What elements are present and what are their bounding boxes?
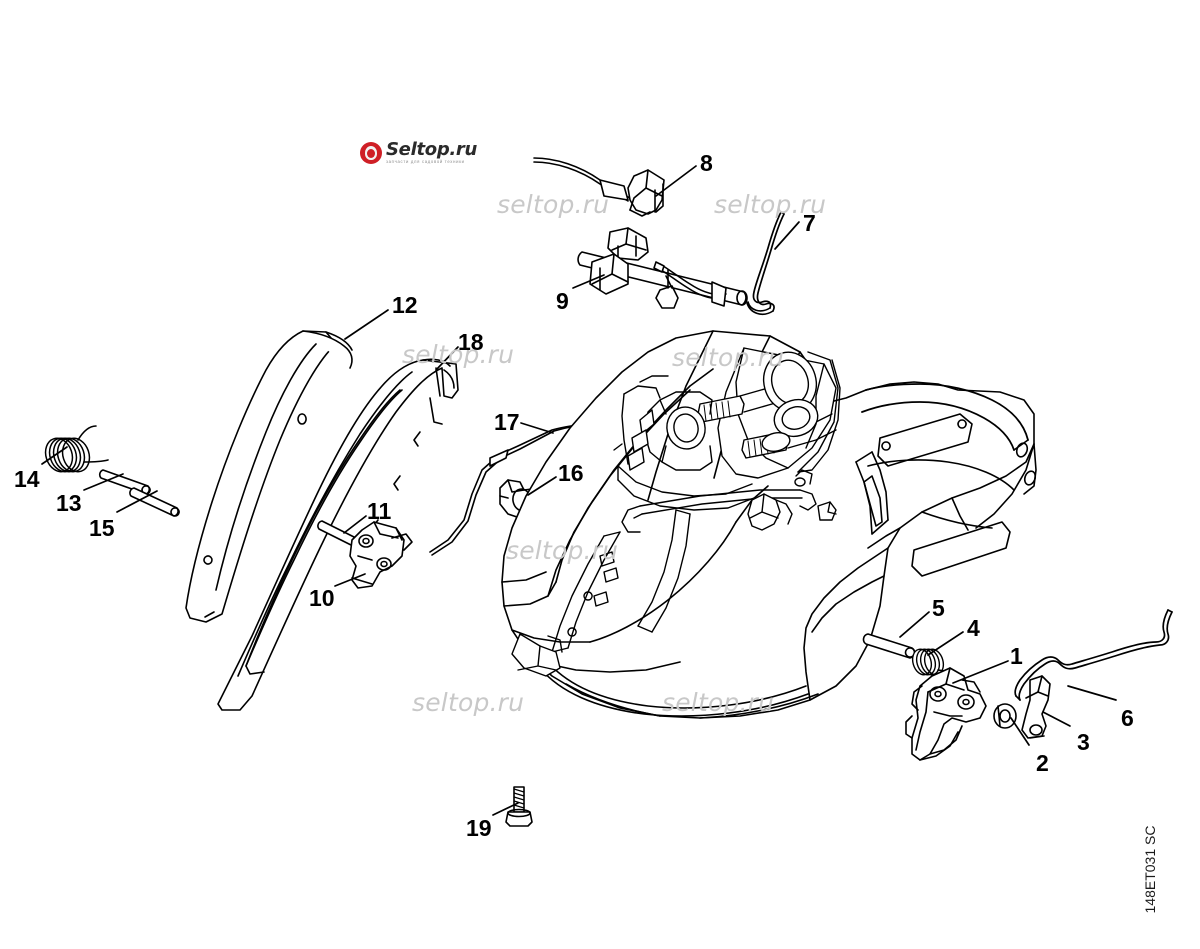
part-callout-14: 14: [14, 466, 40, 492]
part-callout-18: 18: [458, 329, 484, 355]
part-callout-2: 2: [1036, 750, 1049, 776]
leader-line-13: [83, 473, 124, 491]
leader-line-10: [334, 573, 366, 587]
part-callout-4: 4: [967, 615, 980, 641]
parts-789-control-group: [533, 157, 785, 315]
logo-tagline: запчасти для садовой техники: [386, 159, 465, 164]
leader-lines: [41, 165, 1117, 816]
part-callout-10: 10: [309, 585, 335, 611]
part-callout-16: 16: [558, 460, 584, 486]
part-callout-13: 13: [56, 490, 82, 516]
leader-line-5: [899, 611, 930, 638]
leader-line-18: [435, 346, 459, 371]
logo-name: Seltop.ru: [386, 139, 478, 160]
leader-line-3: [1042, 711, 1071, 727]
part-callout-15: 15: [89, 515, 115, 541]
leader-line-17: [520, 422, 554, 434]
part-3-lever-link: [1021, 675, 1051, 739]
leader-line-14: [41, 446, 68, 465]
seltop-logo[interactable]: Seltop.ru запчасти для садовой техники: [360, 141, 477, 164]
part-callout-11: 11: [367, 498, 392, 524]
main-housing: [501, 330, 1037, 719]
leader-line-8: [655, 165, 697, 197]
watermark: seltop.ru: [497, 190, 610, 219]
leader-line-12: [344, 309, 389, 340]
part-5-pivot-pin: [862, 633, 916, 659]
leader-line-7: [774, 221, 800, 250]
part-12-handle-cover: [185, 330, 353, 623]
part-10-brake-lever-assembly: [349, 521, 413, 589]
part-15-pin-long: [129, 487, 180, 517]
part-callout-6: 6: [1121, 705, 1134, 731]
leader-line-2: [1010, 717, 1030, 746]
part-callout-7: 7: [803, 210, 816, 236]
seltop-logo-icon: [360, 141, 382, 164]
part-callout-3: 3: [1077, 729, 1090, 755]
part-callout-5: 5: [932, 595, 945, 621]
part-callout-9: 9: [556, 288, 569, 314]
part-19-screw: [505, 786, 533, 827]
leader-line-1: [952, 660, 1009, 684]
part-callout-1: 1: [1010, 643, 1023, 669]
document-code: 148ET031 SC: [1142, 825, 1158, 914]
watermark: seltop.ru: [506, 536, 619, 565]
leader-line-4: [927, 631, 964, 656]
part-2-bushing-washer: [993, 703, 1017, 729]
leader-line-9: [572, 274, 605, 289]
leader-line-16: [527, 476, 557, 496]
leader-line-19: [492, 802, 519, 816]
watermark: seltop.ru: [714, 190, 827, 219]
part-14-torsion-spring: [44, 425, 109, 473]
leader-line-15: [116, 490, 158, 513]
part-18-rear-handle-shell: [217, 358, 459, 711]
watermark: seltop.ru: [672, 343, 785, 372]
part-1-trigger-interlock: [905, 667, 987, 761]
watermark: seltop.ru: [662, 688, 775, 717]
seltop-logo-text: Seltop.ru запчасти для садовой техники: [386, 141, 477, 164]
leader-line-11: [343, 515, 367, 534]
document-code-wrapper: 148ET031 SC: [1142, 826, 1198, 939]
part-6-connecting-rod: [1014, 609, 1173, 701]
part-callout-19: 19: [466, 815, 492, 841]
part-callout-8: 8: [700, 150, 713, 176]
part-callout-12: 12: [392, 292, 418, 318]
part-callout-17: 17: [494, 409, 520, 435]
leader-line-6: [1067, 685, 1117, 701]
watermark: seltop.ru: [412, 688, 525, 717]
watermark: seltop.ru: [402, 340, 515, 369]
part-13-pin-short: [98, 469, 151, 495]
